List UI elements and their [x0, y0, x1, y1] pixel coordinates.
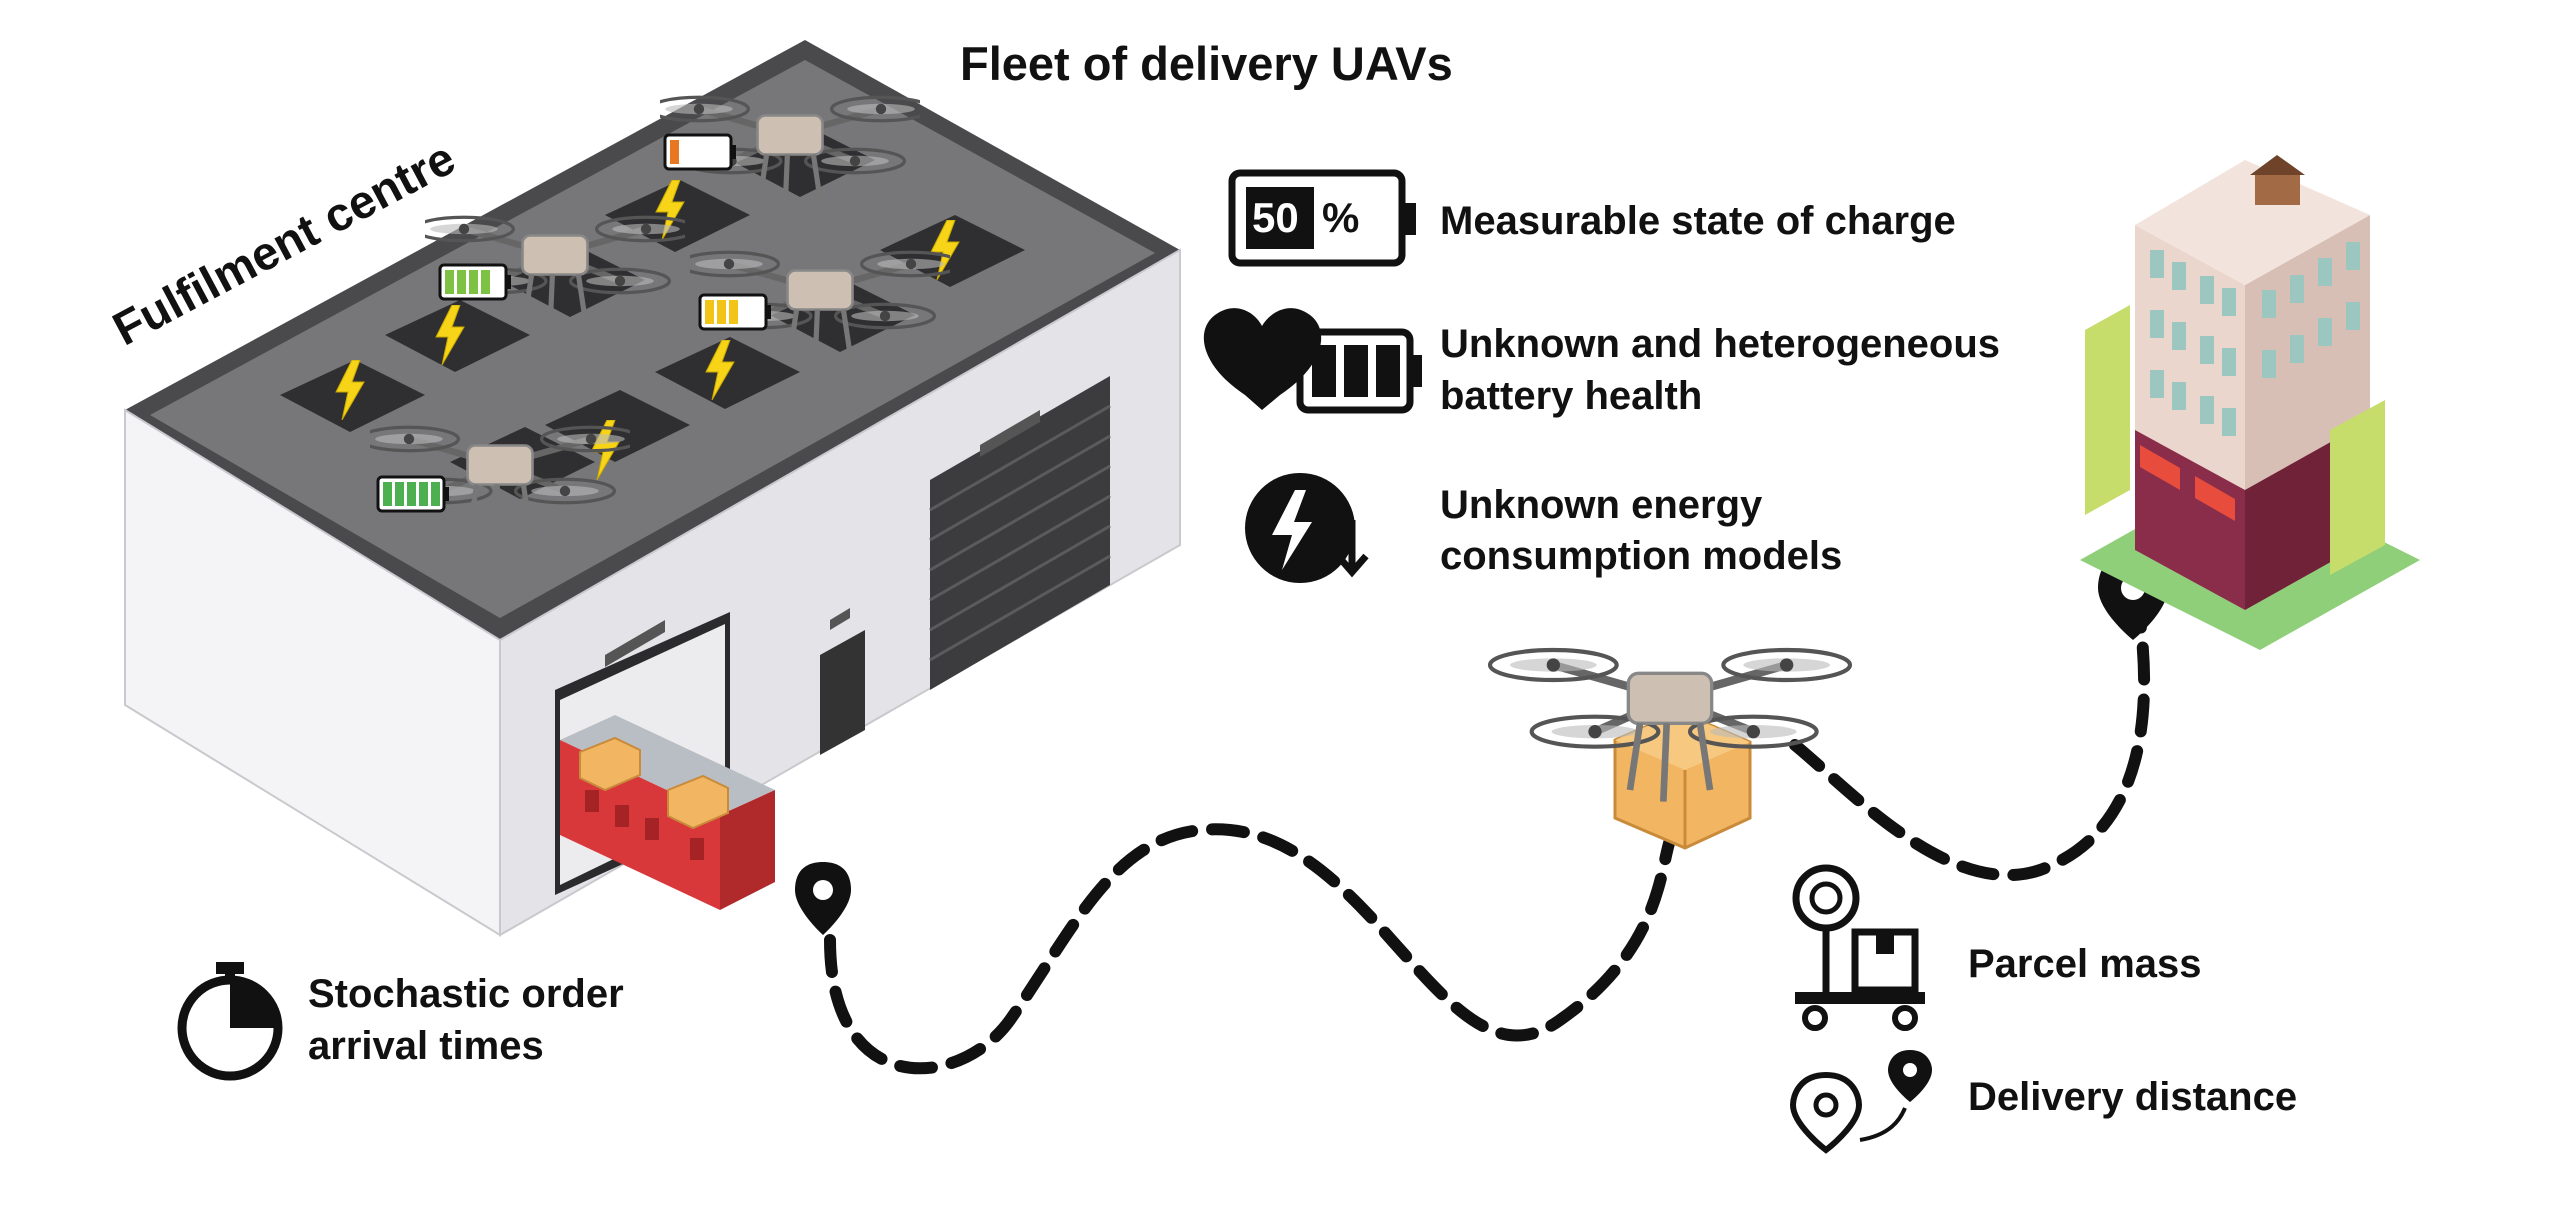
diagram-title: Fleet of delivery UAVs — [960, 37, 1453, 90]
battery-cell — [481, 270, 490, 294]
feature-parcel-mass: Parcel mass — [1968, 942, 2202, 986]
conveyor-belt — [560, 715, 775, 910]
delivery-distance-icon — [1789, 1050, 1932, 1154]
feature-health-line2: battery health — [1440, 374, 1703, 418]
origin-pin-icon — [795, 862, 851, 935]
battery-cell — [395, 482, 404, 506]
battery-cell — [729, 300, 738, 324]
battery-cell — [457, 270, 466, 294]
energy-consumption-icon — [1245, 473, 1369, 583]
delivery-route — [824, 614, 2151, 1075]
battery-cell — [383, 482, 392, 506]
battery-cell — [407, 482, 416, 506]
water-tower — [2255, 175, 2300, 205]
battery-icon-percent: 50 — [1252, 192, 1299, 243]
drone-battery-indicator — [438, 263, 511, 301]
feature-health-line1: Unknown and heterogeneous — [1440, 322, 2001, 366]
battery-cell — [431, 482, 440, 506]
destination-building — [2080, 155, 2420, 650]
drone-battery-indicator — [376, 475, 449, 513]
battery-cell — [705, 300, 714, 324]
battery-cell — [469, 270, 478, 294]
feature-energy-line2: consumption models — [1440, 534, 1843, 578]
feature-energy-line1: Unknown energy — [1440, 483, 1763, 527]
parcel-scale-icon — [1792, 864, 1925, 1031]
shutter-door — [930, 376, 1110, 690]
feature-soc: Measurable state of charge — [1440, 199, 1956, 243]
battery-icon-value: 50 — [1252, 194, 1299, 241]
battery-icon-unit: % — [1322, 194, 1360, 241]
delivery-drone — [1490, 650, 1850, 850]
feature-orders-line1: Stochastic order — [308, 972, 624, 1016]
battery-health-icon — [1203, 308, 1422, 414]
battery-charge-icon — [1228, 169, 1416, 267]
parcel-box — [579, 736, 641, 792]
battery-cell — [445, 270, 454, 294]
battery-cell — [717, 300, 726, 324]
drone-battery-indicator — [663, 133, 736, 171]
battery-cell — [670, 140, 679, 164]
battery-cell — [419, 482, 428, 506]
feature-delivery-distance: Delivery distance — [1968, 1075, 2298, 1119]
fulfilment-centre-building — [124, 40, 1181, 937]
feature-orders-line2: arrival times — [308, 1024, 544, 1068]
parcel-box — [667, 774, 729, 830]
side-door — [820, 630, 865, 755]
stopwatch-icon — [177, 962, 283, 1081]
drone-battery-indicator — [698, 293, 771, 331]
drone-battery-indicators — [376, 133, 771, 513]
